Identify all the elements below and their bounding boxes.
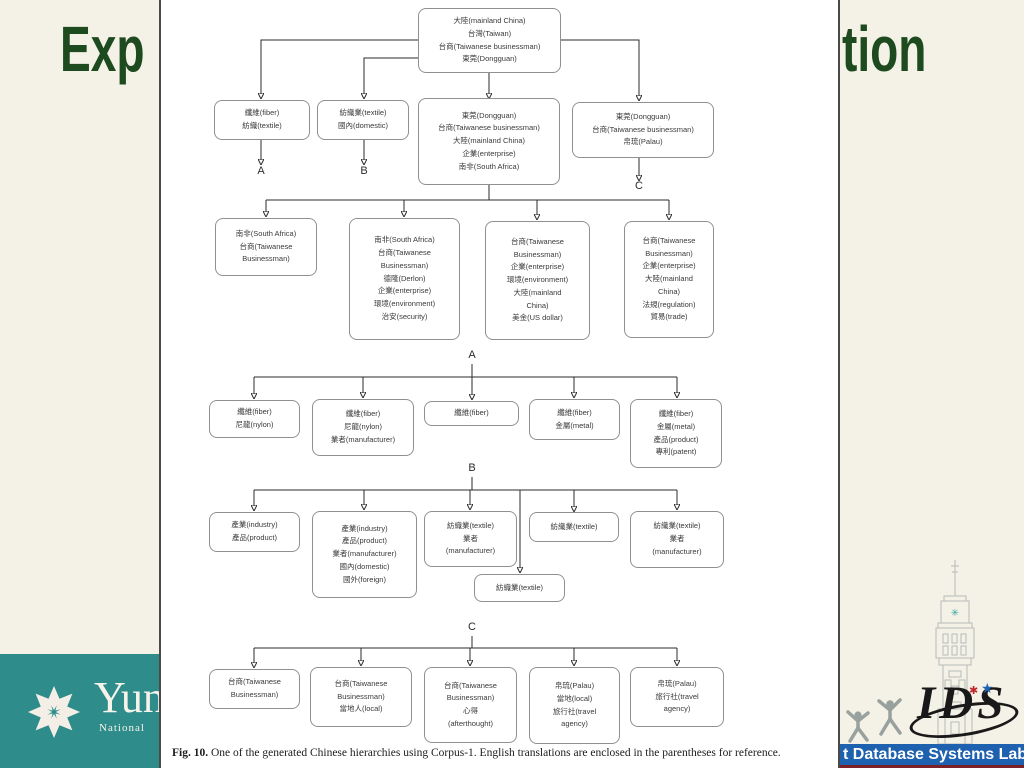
node-a-5: 纖維(fiber) 金屬(metal) 產品(product) 專利(paten… [630, 399, 722, 468]
node-l3-2: 南非(South Africa) 台商(Taiwanese Businessma… [349, 218, 460, 340]
branch-label-c: C [635, 180, 643, 192]
node-b-2: 產業(industry) 產品(product) 業者(manufacturer… [312, 511, 417, 598]
node-c-5: 帛琉(Palau) 旅行社(travel agency) [630, 667, 724, 727]
node-l3-3: 台商(Taiwanese Businessman) 企業(enterprise)… [485, 221, 590, 340]
university-snowflake-icon [28, 686, 80, 738]
node-a-3: 纖維(fiber) [424, 401, 519, 426]
tower-illustration: ✳ [935, 560, 975, 744]
node-l2-a: 纖維(fiber) 紡織(textile) [214, 100, 310, 140]
branch-label-b: B [360, 165, 368, 177]
figure-caption-label: Fig. 10. [172, 747, 209, 759]
svg-text:✳: ✳ [951, 608, 959, 619]
node-a-1: 纖維(fiber) 尼龍(nylon) [209, 400, 300, 438]
section-label-b: B [468, 462, 476, 474]
figure-caption-text: One of the generated Chinese hierarchies… [210, 747, 781, 759]
figure-overlay: 大陸(mainland China) 台灣(Taiwan) 台商(Taiwane… [159, 0, 840, 768]
ids-blue-star-icon: ★ [981, 680, 994, 696]
ids-lab-logo: IDS ✱ ★ [903, 677, 1024, 745]
jumping-figures-illustration [846, 698, 902, 743]
ids-logo-text: IDS [917, 677, 1008, 729]
section-label-a: A [468, 349, 476, 361]
university-footer-band: Yun National [0, 654, 165, 768]
node-root: 大陸(mainland China) 台灣(Taiwan) 台商(Taiwane… [418, 8, 561, 73]
node-a-2: 纖維(fiber) 尼龍(nylon) 業者(manufacturer) [312, 399, 414, 456]
node-b-5: 紡織業(textile) 業者 (manufacturer) [630, 511, 724, 568]
section-label-c: C [468, 621, 476, 633]
node-c-3: 台商(Taiwanese Businessman) 心得 (afterthoug… [424, 667, 517, 743]
hierarchy-connectors [161, 39, 842, 768]
node-a-4: 纖維(fiber) 金屬(metal) [529, 399, 620, 440]
node-l3-1: 南非(South Africa) 台商(Taiwanese Businessma… [215, 218, 317, 276]
lab-footer-band: t Database Systems Lab [840, 744, 1024, 765]
university-subtitle: National [99, 722, 145, 734]
node-b-4: 紡織業(textile) [529, 512, 619, 542]
node-c-4: 帛琉(Palau) 當地(local) 旅行社(travel agency) [529, 667, 620, 744]
ids-red-star-icon: ✱ [969, 685, 979, 697]
node-l3-4: 台商(Taiwanese Businessman) 企業(enterprise)… [624, 221, 714, 338]
node-b-6: 紡織業(textile) [474, 574, 565, 602]
node-c-2: 台商(Taiwanese Businessman) 當地人(local) [310, 667, 412, 727]
node-b-1: 產業(industry) 產品(product) [209, 512, 300, 552]
node-c-1: 台商(Taiwanese Businessman) [209, 669, 300, 709]
slide-title-left-fragment: Exp [60, 13, 145, 85]
slide-title-right-fragment: tion [842, 13, 927, 85]
node-l2-main: 東莞(Dongguan) 台商(Taiwanese businessman) 大… [418, 98, 560, 185]
branch-label-a: A [257, 165, 265, 177]
university-name: Yun [94, 673, 165, 722]
node-l2-b: 紡織業(textile) 國內(domestic) [317, 100, 409, 140]
figure-caption: Fig. 10. One of the generated Chinese hi… [172, 747, 834, 759]
footer-accent-strip [840, 765, 1024, 768]
node-b-3: 紡織業(textile) 業者 (manufacturer) [424, 511, 517, 567]
node-l2-c: 東莞(Dongguan) 台商(Taiwanese businessman) 帛… [572, 102, 714, 158]
lab-name: t Database Systems Lab [843, 746, 1024, 763]
